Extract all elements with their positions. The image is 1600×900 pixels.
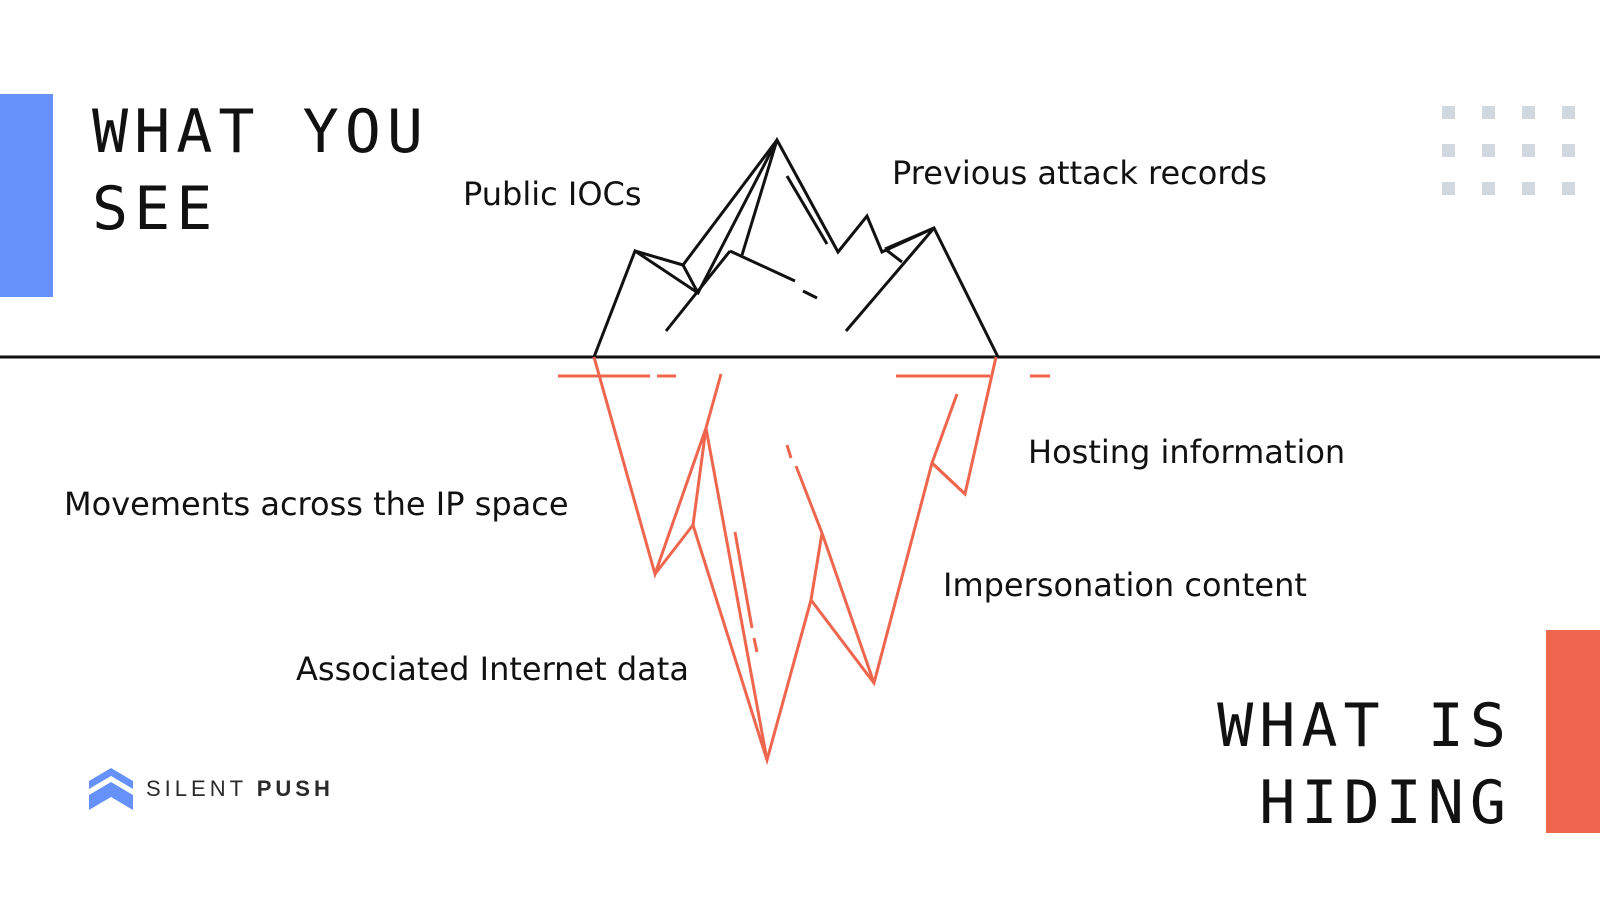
- iceberg-above-water: [592, 136, 1000, 358]
- submerged-outline: [592, 356, 998, 766]
- label-hosting-information: Hosting information: [1028, 433, 1346, 471]
- facet-line: [634, 249, 684, 267]
- title-what-is-hiding: WHAT IS HIDING: [1200, 688, 1512, 842]
- facet-line: [930, 393, 959, 464]
- logo-word-push: PUSH: [256, 776, 334, 801]
- facet-line: [884, 247, 903, 264]
- facet-line: [681, 264, 700, 294]
- facet-line: [664, 250, 732, 332]
- facet-line: [729, 249, 796, 283]
- dot: [1442, 182, 1455, 195]
- facet-line: [809, 532, 824, 601]
- label-public-iocs: Public IOCs: [463, 175, 642, 213]
- facet-line: [704, 373, 723, 429]
- chevron-up-logo-icon: [89, 768, 133, 810]
- dot: [1482, 182, 1495, 195]
- title-what-you-see: WHAT YOU SEE: [92, 94, 429, 248]
- facet-line: [653, 524, 695, 575]
- facet-line: [884, 226, 935, 251]
- facet-line: [820, 532, 876, 684]
- dot: [1522, 106, 1535, 119]
- orange-accent-bar: [1546, 630, 1600, 833]
- blue-accent-bar: [0, 94, 53, 297]
- silent-push-logo: SILENT PUSH: [88, 766, 334, 812]
- dot: [1442, 144, 1455, 157]
- facet-line: [704, 427, 769, 761]
- title-bottom-line1: WHAT IS: [1217, 691, 1512, 761]
- label-movements-ip-space: Movements across the IP space: [64, 485, 569, 523]
- logo-wordmark: SILENT PUSH: [146, 776, 334, 802]
- title-top-line2: SEE: [92, 174, 219, 244]
- dot-grid-decoration: [1442, 106, 1592, 196]
- iceberg-below-water: [558, 356, 1050, 766]
- facet-line: [733, 531, 754, 629]
- dot: [1442, 106, 1455, 119]
- facet-line: [740, 139, 779, 256]
- dot: [1562, 144, 1575, 157]
- logo-word-silent: SILENT: [146, 776, 247, 801]
- dot: [1522, 144, 1535, 157]
- label-impersonation-content: Impersonation content: [943, 566, 1307, 604]
- facet-dash: [752, 637, 759, 653]
- title-bottom-line2: HIDING: [1259, 768, 1512, 838]
- title-top-line1: WHAT YOU: [92, 97, 429, 167]
- dot: [1482, 106, 1495, 119]
- label-associated-internet-data: Associated Internet data: [296, 650, 689, 688]
- facet-line: [930, 461, 967, 496]
- facet-line: [844, 227, 936, 332]
- dot: [1482, 144, 1495, 157]
- dot: [1562, 182, 1575, 195]
- facet-dash: [785, 444, 793, 459]
- facet-dash: [802, 289, 818, 300]
- dot: [1522, 182, 1535, 195]
- label-previous-attack-records: Previous attack records: [892, 154, 1267, 192]
- dot: [1562, 106, 1575, 119]
- facet-line: [681, 139, 779, 266]
- facet-line: [785, 175, 829, 245]
- facet-line: [794, 465, 824, 534]
